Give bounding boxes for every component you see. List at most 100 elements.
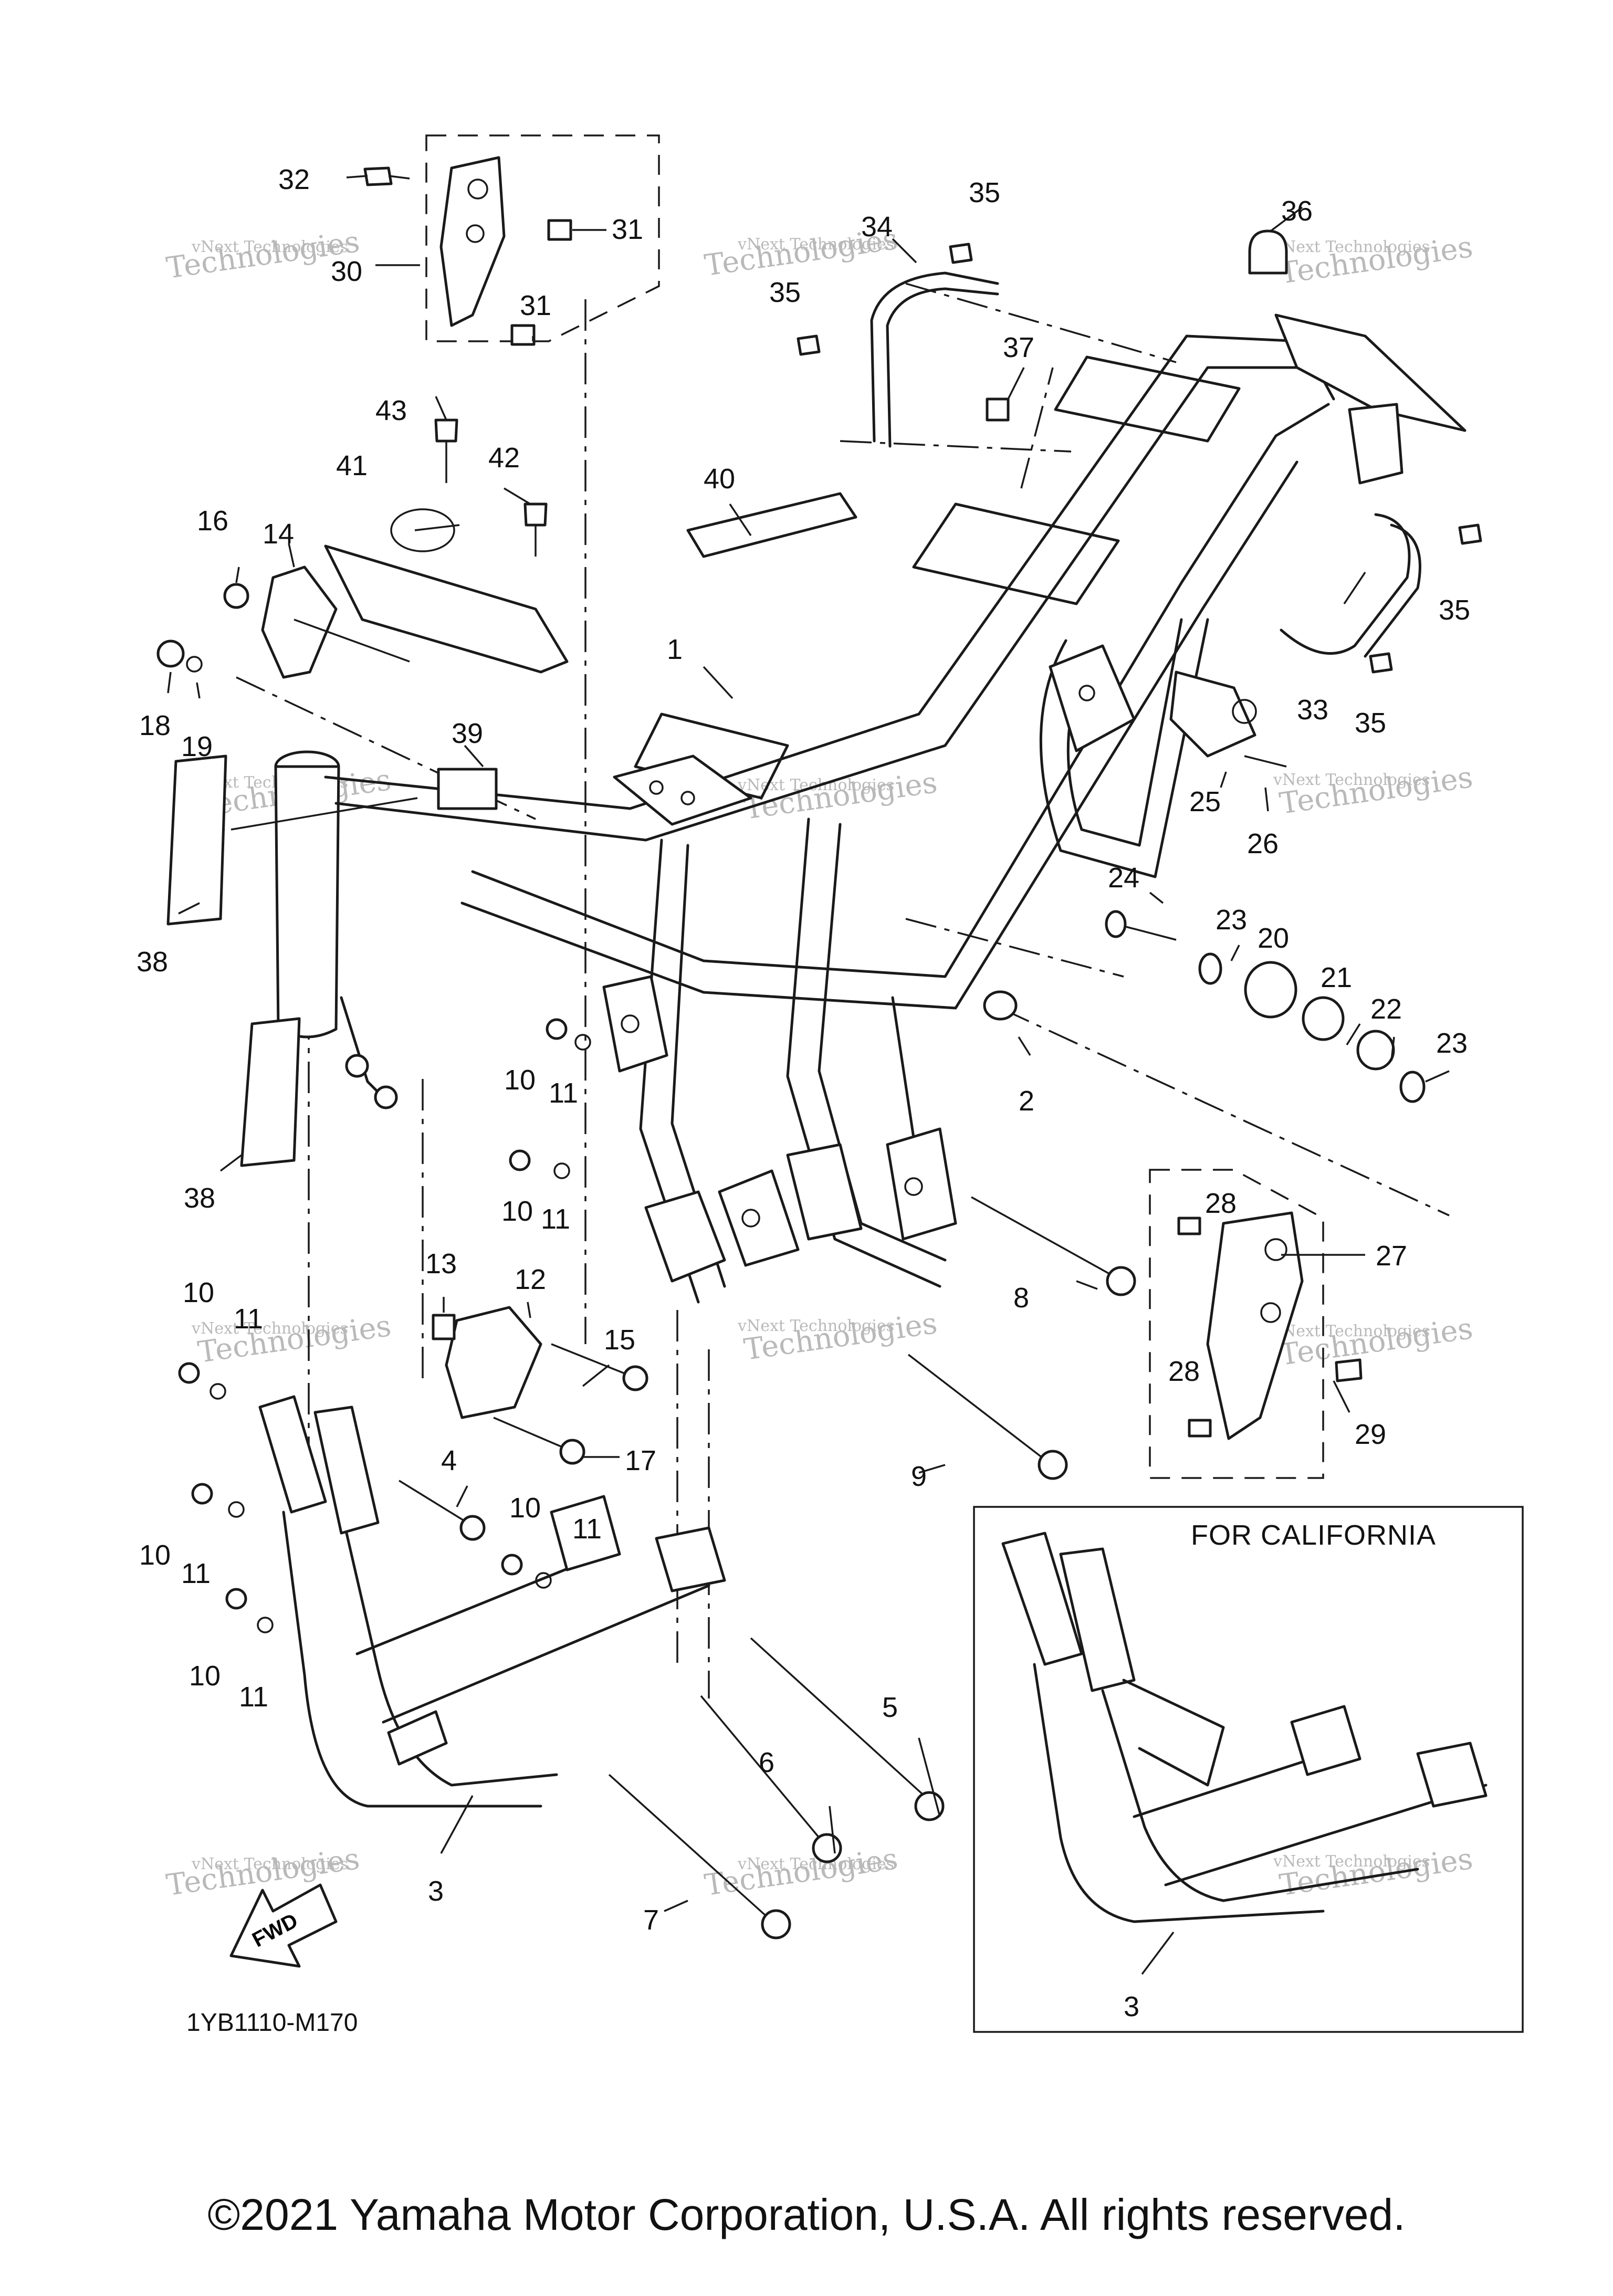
bolt-35 — [1458, 523, 1482, 545]
callout-38: 38 — [137, 946, 168, 978]
callout-34: 34 — [861, 211, 893, 243]
watermark-text: Technologies — [1277, 760, 1475, 821]
watermark-text: vNext Technologies — [191, 1855, 348, 1873]
nut-10 — [178, 1362, 200, 1384]
callout-43: 43 — [375, 395, 407, 426]
plate-12 — [445, 1306, 542, 1419]
callout-12: 12 — [515, 1264, 546, 1295]
nut-10 — [501, 1554, 523, 1576]
damper-31 — [510, 324, 536, 346]
callout-10: 10 — [183, 1277, 214, 1308]
callout-26: 26 — [1247, 828, 1279, 859]
callout-21: 21 — [1321, 962, 1352, 993]
callout-13: 13 — [425, 1248, 457, 1280]
watermark-text: Technologies — [742, 1306, 939, 1367]
washer-11 — [574, 1034, 591, 1051]
callout-11: 11 — [541, 1203, 570, 1235]
callout-31: 31 — [612, 214, 643, 245]
watermark-text: vNext Technologies — [1273, 238, 1430, 256]
callout-10: 10 — [501, 1196, 533, 1227]
callout-11: 11 — [239, 1681, 268, 1713]
bolt-35 — [797, 334, 821, 356]
watermark-text: vNext Technologies — [191, 238, 348, 256]
callout-40: 40 — [704, 463, 735, 495]
watermark-text: vNext Technologies — [1273, 1852, 1430, 1871]
callout-7: 7 — [643, 1904, 659, 1936]
assembly-line — [1020, 367, 1054, 489]
washer-11 — [210, 1383, 226, 1400]
callout-18: 18 — [139, 710, 171, 741]
plate-40 — [686, 492, 857, 558]
callout-11: 11 — [549, 1077, 578, 1109]
damper-28 — [1188, 1419, 1212, 1438]
bolt-8 — [971, 1196, 1114, 1277]
california-inset — [973, 1506, 1524, 2033]
forward-arrow: FWD — [229, 1883, 338, 1968]
callout-6: 6 — [759, 1747, 774, 1778]
callout-35: 35 — [1355, 707, 1386, 739]
callout-9: 9 — [911, 1461, 927, 1492]
bolt-6 — [700, 1695, 820, 1839]
bolt-17 — [493, 1417, 568, 1450]
callout-38: 38 — [184, 1182, 215, 1214]
cap-36 — [1248, 229, 1288, 275]
callout-11: 11 — [572, 1513, 602, 1545]
watermark-text: vNext Technologies — [737, 1855, 894, 1873]
watermark-text: Technologies — [742, 766, 939, 826]
grommet-2 — [983, 990, 1018, 1021]
callout-15: 15 — [604, 1324, 635, 1356]
callout-3: 3 — [428, 1875, 444, 1907]
callout-11: 11 — [234, 1303, 263, 1335]
inset-box — [973, 1506, 1524, 2033]
callout-42: 42 — [488, 442, 520, 474]
watermark-text: Technologies — [1277, 1842, 1475, 1903]
bolt-42 — [523, 502, 548, 527]
leader-lines — [167, 175, 1450, 1975]
nut-10 — [225, 1588, 247, 1610]
bolt-29 — [1335, 1358, 1363, 1382]
callout-37: 37 — [1003, 332, 1034, 363]
watermark-text: Technologies — [1277, 1312, 1475, 1372]
bolt-43 — [434, 418, 458, 443]
diagram-code: 1YB1110-M170 — [186, 2009, 358, 2037]
callout-11: 11 — [181, 1558, 211, 1589]
washer-11 — [257, 1617, 274, 1633]
cover-41 — [324, 544, 569, 674]
clip-41 — [390, 508, 455, 552]
callout-8: 8 — [1013, 1282, 1029, 1314]
washer-23 — [1198, 952, 1222, 985]
callout-5: 5 — [882, 1692, 898, 1723]
callout-22: 22 — [1370, 993, 1402, 1025]
bolt-35 — [949, 243, 973, 264]
callout-20: 20 — [1258, 922, 1289, 954]
callout-36: 36 — [1281, 195, 1313, 227]
washer-23 — [1399, 1071, 1426, 1103]
clip-37 — [986, 397, 1010, 422]
label-39 — [437, 768, 498, 810]
callout-16: 16 — [197, 505, 228, 537]
bracket-27 — [1206, 1211, 1304, 1440]
callout-35: 35 — [969, 177, 1000, 208]
damper-31 — [547, 219, 572, 241]
front-downtube — [258, 1395, 726, 1808]
grab-bar-34 — [870, 271, 999, 443]
grab-bar-33 — [1280, 513, 1411, 655]
inset-title: FOR CALIFORNIA — [1191, 1519, 1437, 1551]
callout-23: 23 — [1216, 904, 1247, 936]
bolt-32 — [363, 166, 393, 186]
cover-38 — [240, 1017, 301, 1167]
callout-23: 23 — [1436, 1028, 1468, 1059]
callout-14: 14 — [263, 518, 294, 550]
watermark-text: Technologies — [196, 1309, 393, 1370]
callout-39: 39 — [452, 718, 483, 749]
bolt-35 — [1369, 652, 1393, 674]
bolt-7 — [608, 1774, 768, 1917]
nut-16 — [223, 583, 249, 609]
callout-24: 24 — [1108, 862, 1139, 894]
nut-10 — [191, 1483, 213, 1505]
watermark-text: vNext Technologies — [737, 235, 894, 254]
callout-30: 30 — [331, 256, 362, 287]
cover-38 — [166, 754, 227, 926]
callout-33: 33 — [1297, 694, 1328, 726]
